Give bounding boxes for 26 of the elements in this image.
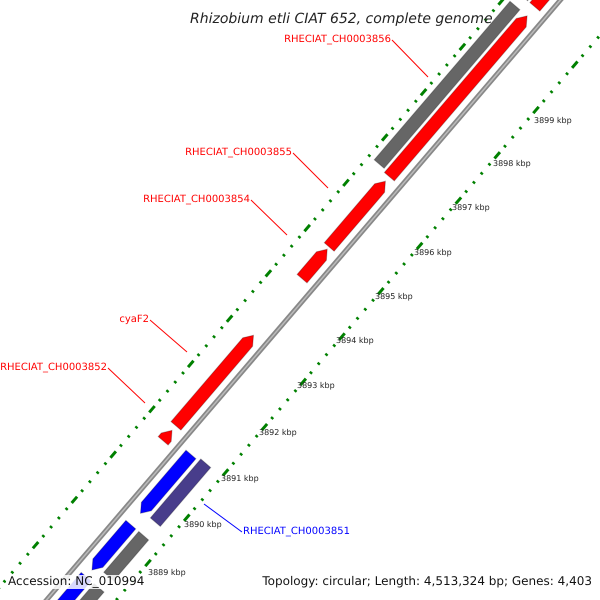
- leader-line: [250, 200, 288, 236]
- leader-line: [292, 152, 328, 188]
- gene-label: RHECIAT_CH0003854: [143, 194, 250, 206]
- scale-label: 3891 kbp: [221, 474, 259, 484]
- gene-label: RHECIAT_CH0003851: [243, 526, 350, 538]
- scale-label: 3898 kbp: [493, 159, 531, 169]
- scale-label: 3894 kbp: [336, 336, 374, 346]
- scale-label: 3899 kbp: [534, 116, 572, 126]
- scale-label: 3895 kbp: [375, 292, 413, 302]
- gene-label: RHECIAT_CH0003852: [0, 362, 107, 374]
- scale-label: 3896 kbp: [414, 248, 452, 258]
- gene-label: RHECIAT_CH0003855: [185, 147, 292, 159]
- leader-line: [204, 504, 242, 532]
- accession-note: Accession: NC_010994: [6, 575, 146, 589]
- leader-line: [108, 368, 146, 404]
- scale-label: 3889 kbp: [148, 568, 186, 578]
- scale-label: 3897 kbp: [452, 203, 490, 213]
- gene-label: cyaF2: [119, 314, 149, 326]
- scale-label: 3890 kbp: [184, 520, 222, 530]
- scale-label: 3892 kbp: [259, 428, 297, 438]
- map-title: Rhizobium etli CIAT 652, complete genome: [190, 10, 493, 28]
- leader-line: [392, 40, 428, 78]
- genome-summary-note: Topology: circular; Length: 4,513,324 bp; Genes: 4,403: [260, 575, 594, 589]
- gene-label: RHECIAT_CH0003856: [284, 34, 391, 46]
- scale-label: 3893 kbp: [297, 381, 335, 391]
- leader-line: [150, 320, 188, 352]
